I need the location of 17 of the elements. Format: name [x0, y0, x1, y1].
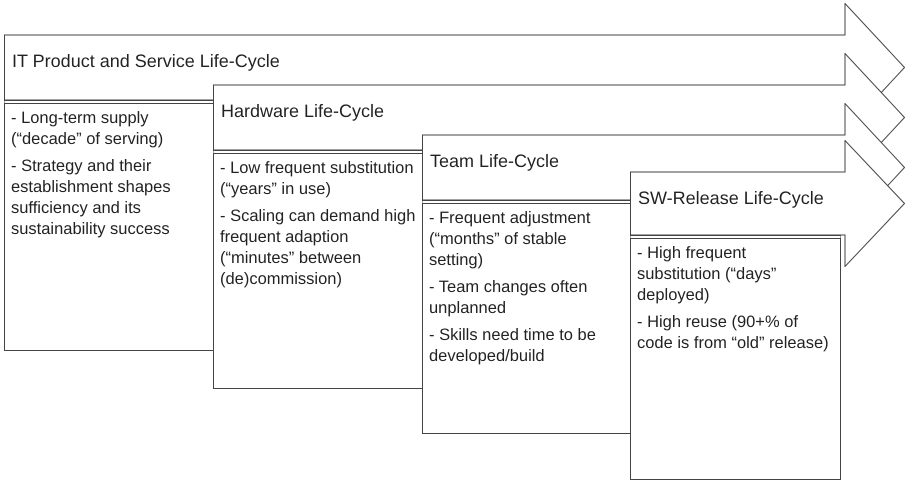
- bullet-text: - Scaling can demand high frequent adaption (“minutes” between (de)commission): [220, 206, 416, 290]
- lifecycle-heading: Hardware Life-Cycle: [221, 101, 384, 122]
- text-box: [630, 235, 841, 480]
- text-box: [213, 150, 423, 389]
- lifecycle-heading: IT Product and Service Life-Cycle: [12, 51, 280, 72]
- bullet-text: - Frequent adjustment (“months” of stable setting): [429, 208, 592, 271]
- bullet-text: - High frequent substitution (“days” deployed): [637, 243, 778, 306]
- lifecycle-heading: Team Life-Cycle: [430, 151, 560, 172]
- bullet-text: - Skills need time to be developed/build: [429, 325, 597, 367]
- bullet-text: - High reuse (90+% of code is from “old” release): [637, 312, 830, 354]
- bullet-text: - Strategy and their establishment shapes sufficiency and its sustainability success: [11, 156, 172, 240]
- bullet-text: - Long-term supply (“decade” of serving): [11, 108, 164, 150]
- text-box: [4, 100, 214, 351]
- bullet-text: - Team changes often unplanned: [429, 277, 588, 319]
- bullet-text: - Low frequent substitution (“years” in use): [220, 158, 415, 200]
- text-box: [422, 200, 631, 434]
- lifecycle-heading: SW-Release Life-Cycle: [638, 188, 824, 209]
